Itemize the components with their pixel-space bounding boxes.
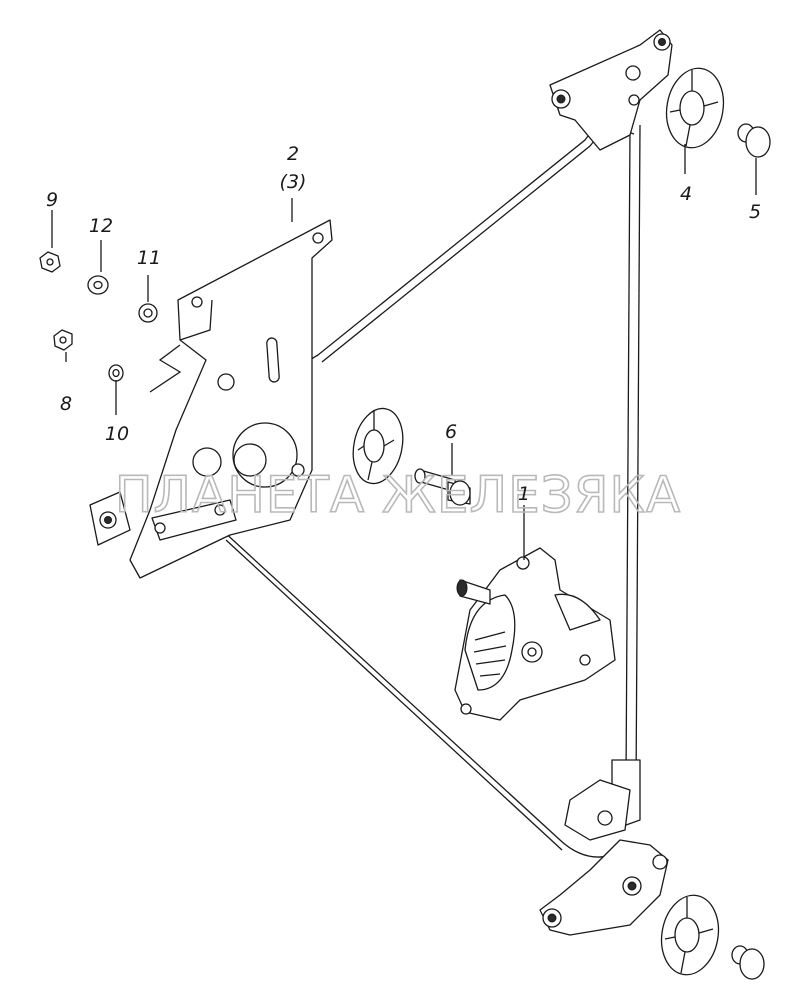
upper-roller xyxy=(665,67,725,149)
callout-3: (3) xyxy=(280,171,307,193)
callout-11: 11 xyxy=(137,247,161,269)
lower-cap xyxy=(731,945,765,980)
callout-4: 4 xyxy=(680,183,692,205)
callout-6: 6 xyxy=(445,421,457,443)
callout-2: 2 xyxy=(287,143,299,165)
callout-12: 12 xyxy=(89,215,113,237)
stud xyxy=(414,468,471,506)
upper-bracket xyxy=(549,29,673,151)
leader-lines xyxy=(51,144,757,560)
washer-11 xyxy=(138,303,158,323)
washer-10 xyxy=(108,364,124,382)
callouts: 1 2 (3) 4 5 6 8 9 10 11 12 xyxy=(46,143,761,505)
lower-roller xyxy=(660,894,720,976)
mounting-plate xyxy=(89,219,333,579)
regulator-mechanism xyxy=(454,547,616,721)
nut-9 xyxy=(39,251,61,273)
callout-8: 8 xyxy=(60,393,72,415)
middle-roller xyxy=(352,407,404,485)
upper-cap xyxy=(737,123,771,158)
washer-12 xyxy=(87,275,109,295)
nut-8 xyxy=(53,329,73,351)
callout-1: 1 xyxy=(518,483,530,505)
lower-bracket xyxy=(539,779,669,936)
watermark: ПЛАНЕТА ЖЕЛЕЗЯКА xyxy=(115,466,681,524)
callout-9: 9 xyxy=(46,189,58,211)
callout-10: 10 xyxy=(105,423,129,445)
callout-5: 5 xyxy=(749,201,761,223)
